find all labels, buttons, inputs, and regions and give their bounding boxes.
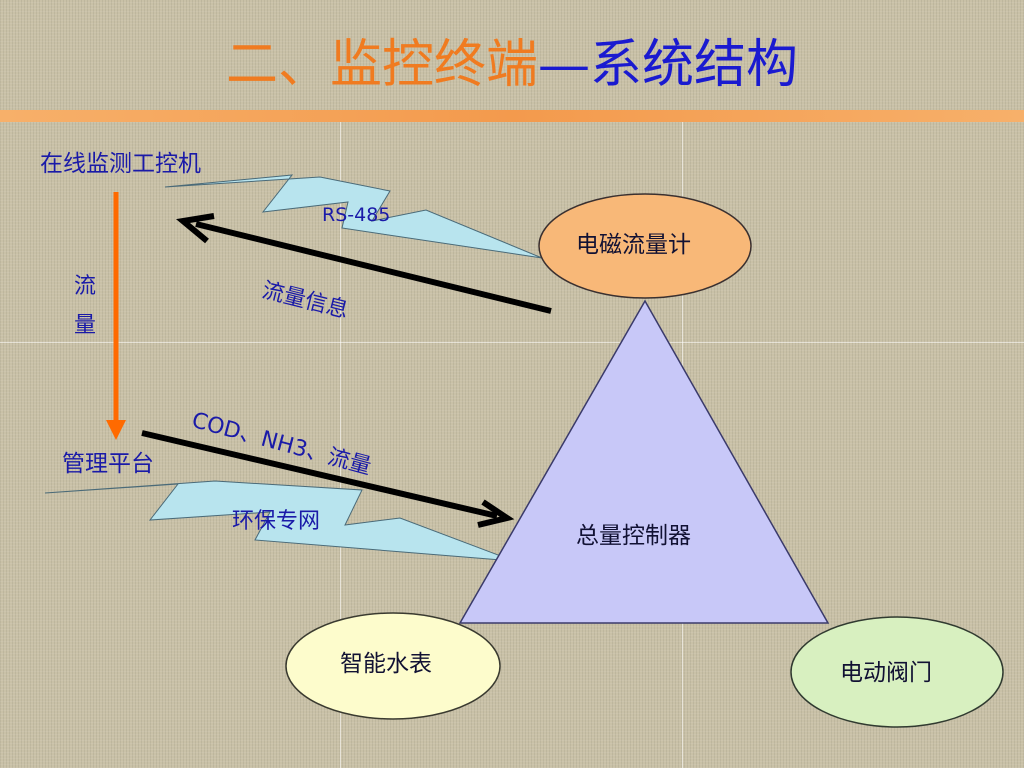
- link-flow-char-1: 流: [74, 274, 97, 299]
- guide-line-vertical-left: [340, 122, 341, 768]
- flow-info-arrowhead: [176, 213, 215, 244]
- title-part-blue: —系统结构: [538, 35, 799, 95]
- node-flowmeter: 电磁流量计: [576, 232, 691, 258]
- watermeter-ellipse: [285, 612, 501, 720]
- guide-line-horizontal: [0, 342, 1024, 343]
- node-watermeter: 智能水表: [340, 651, 432, 677]
- title-part-orange: 二、监控终端: [225, 35, 538, 95]
- node-valve: 电动阀门: [840, 660, 932, 686]
- node-ipc: 在线监测工控机: [40, 151, 201, 177]
- node-controller: 总量控制器: [576, 523, 691, 549]
- link-flow-char-2: 量: [74, 313, 97, 338]
- page-title: 二、监控终端—系统结构: [0, 30, 1024, 100]
- link-env-net: 环保专网: [232, 509, 321, 534]
- cod-arrowhead: [477, 499, 515, 528]
- link-rs485: RS-485: [322, 204, 391, 226]
- controller-triangle: [458, 299, 830, 624]
- cod-arrow-line: [141, 430, 498, 519]
- title-divider: [0, 110, 1024, 122]
- valve-ellipse: [790, 616, 1004, 728]
- flow-info-arrow-line: [195, 221, 552, 314]
- node-platform: 管理平台: [62, 451, 154, 477]
- flowmeter-ellipse: [538, 193, 752, 299]
